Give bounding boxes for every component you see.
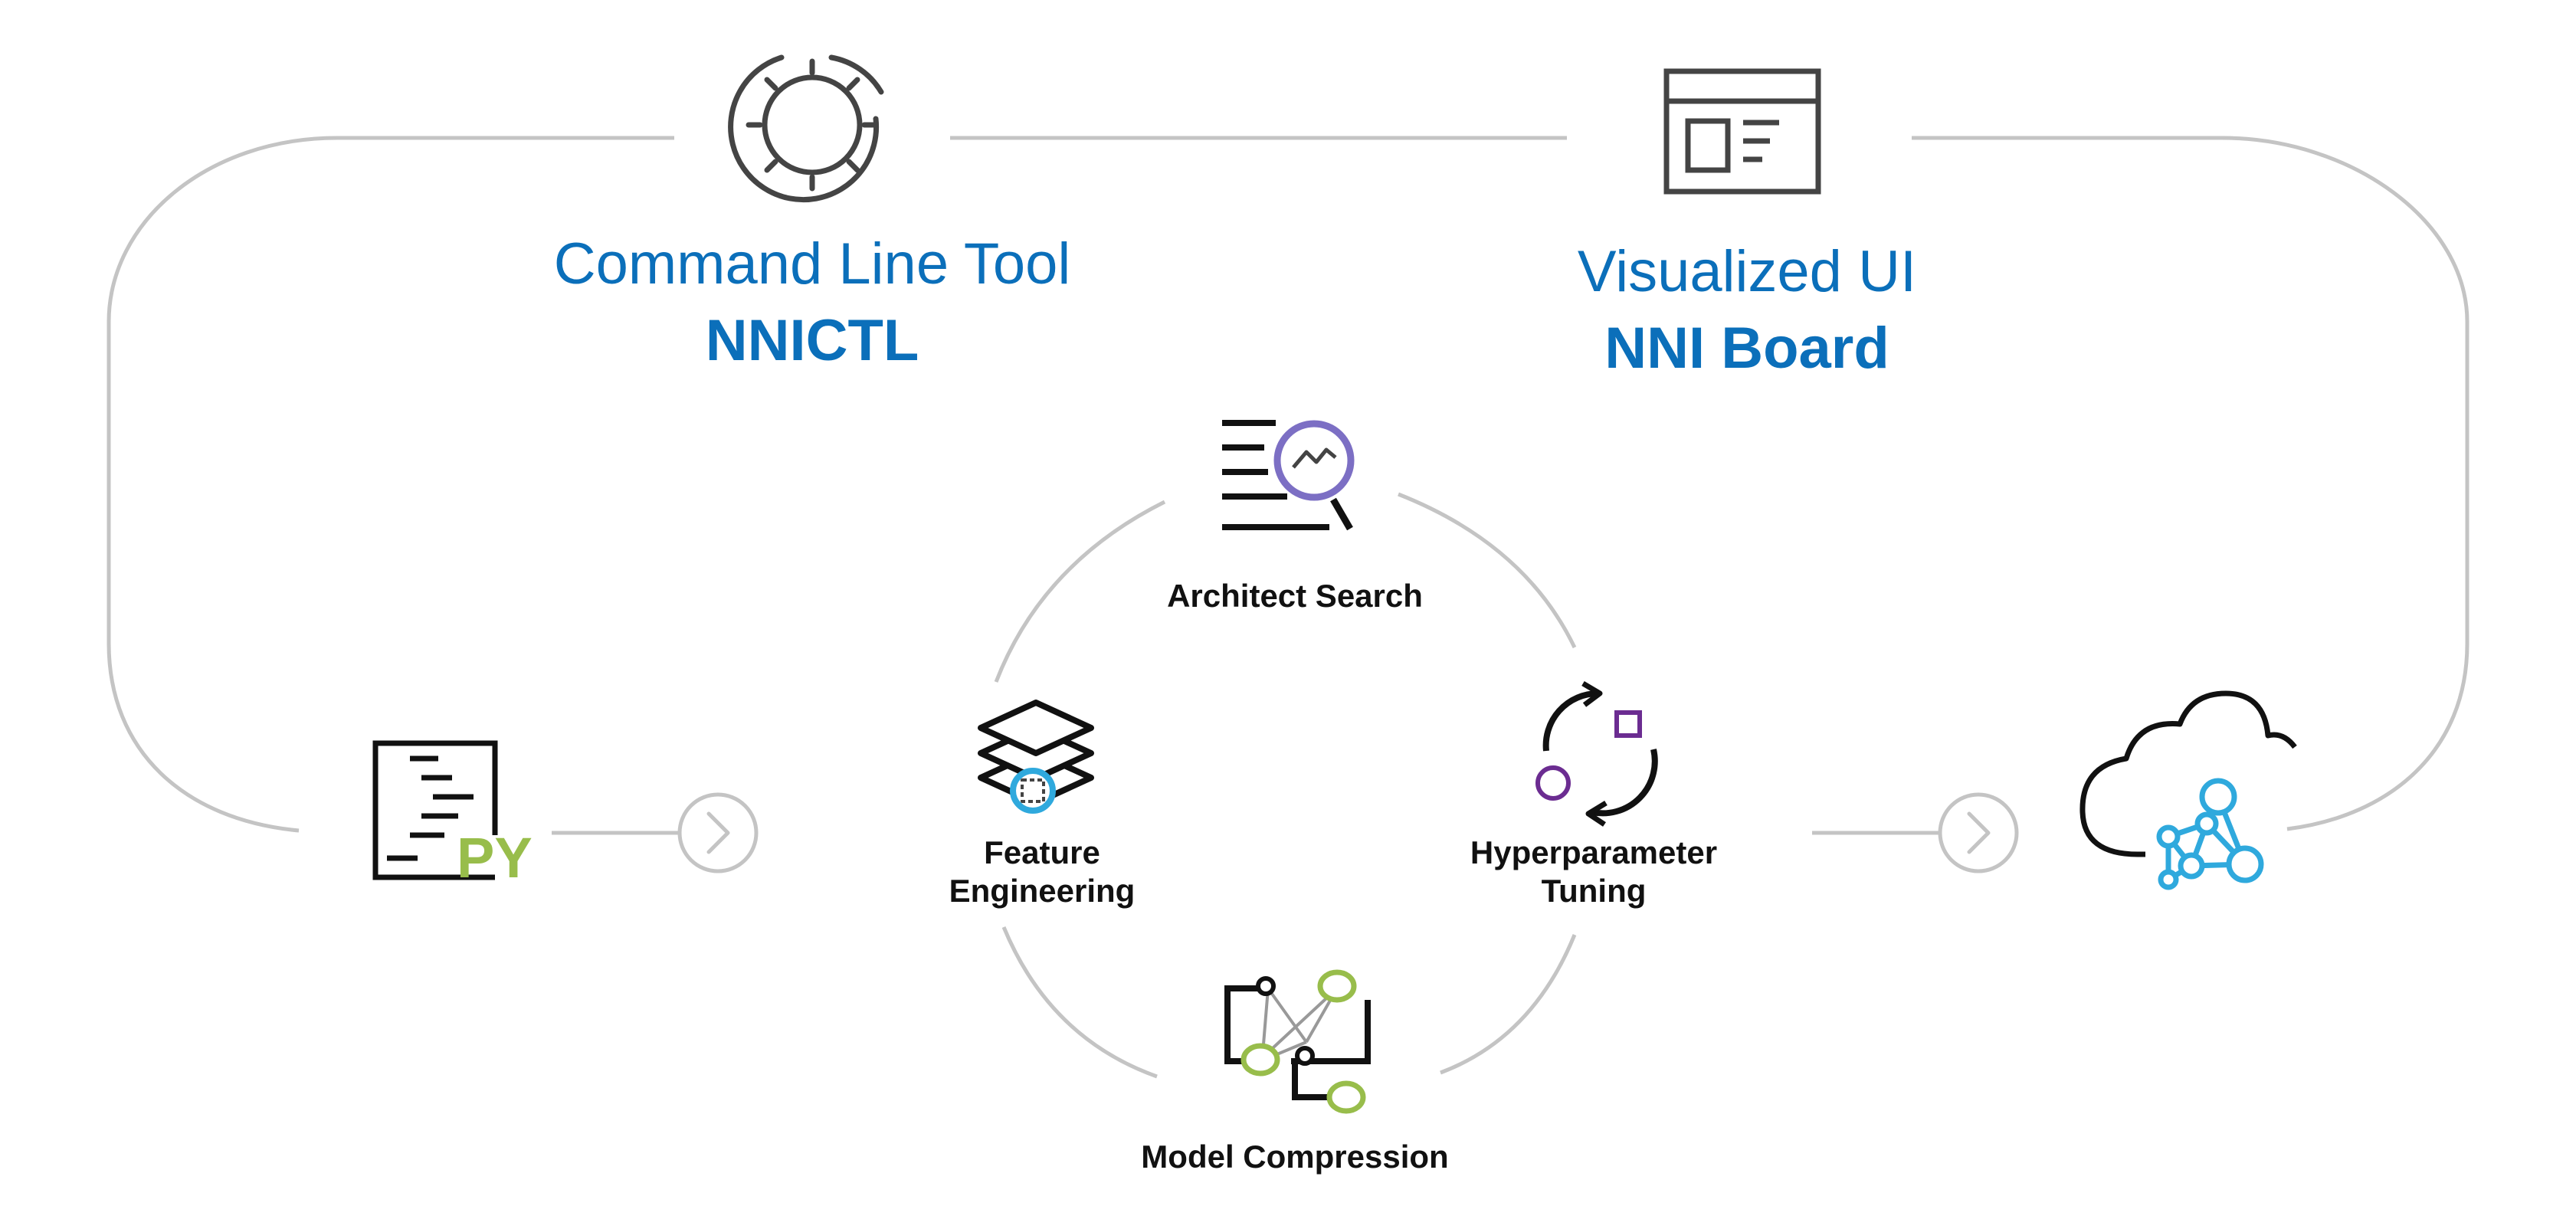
ui-title: Visualized UI <box>1577 239 1917 304</box>
feature-engineering-label-line2: Engineering <box>949 873 1136 909</box>
outer-loop-left <box>107 136 674 833</box>
hyperparameter-tuning-label-line1: Hyperparameter <box>1470 834 1718 870</box>
architect-search-label: Architect Search <box>1167 578 1423 614</box>
gear-icon <box>728 54 884 203</box>
chevron-right-icon-left <box>677 792 759 873</box>
hyperparameter-tuning-label-line2: Tuning <box>1541 873 1647 909</box>
refresh-cycle-icon <box>1535 680 1658 827</box>
chevron-right-icon-right <box>1938 792 2019 873</box>
model-compression-label: Model Compression <box>1141 1139 1449 1175</box>
inner-arc-top-left <box>994 500 1166 683</box>
py-label: PY <box>457 826 533 890</box>
search-chart-icon <box>1222 420 1355 531</box>
window-icon <box>1663 68 1821 195</box>
inner-arc-bottom-left <box>1001 926 1158 1079</box>
cli-title: Command Line Tool <box>553 231 1071 297</box>
ui-name: NNI Board <box>1604 316 1889 381</box>
inner-arc-top-right <box>1398 492 1577 649</box>
outer-loop-right <box>1912 136 2469 831</box>
network-graph-icon <box>1224 969 1371 1114</box>
cli-name: NNICTL <box>705 308 919 373</box>
layers-icon <box>978 700 1094 814</box>
inner-arc-bottom-right <box>1440 934 1577 1075</box>
python-file-icon <box>372 740 498 880</box>
feature-engineering-label-line1: Feature <box>984 834 1100 870</box>
cloud-network-icon <box>2079 690 2297 890</box>
